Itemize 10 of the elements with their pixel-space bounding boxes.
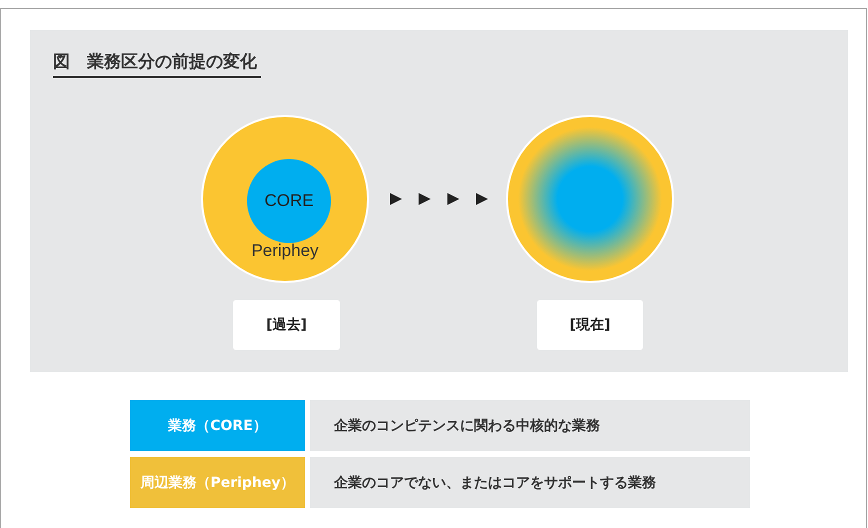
diagram-title: 図 業務区分の前提の変化	[53, 50, 261, 78]
term-cell: 周辺業務（Periphey）	[130, 457, 305, 508]
term-cell: 業務（CORE）	[130, 400, 305, 451]
description-cell: 企業のコンピテンスに関わる中核的な業務	[310, 400, 750, 451]
periphery-label: Periphey	[250, 241, 320, 261]
arrow	[390, 193, 488, 205]
label-box: [過去]	[233, 300, 340, 350]
label-box: [現在]	[537, 300, 643, 350]
description-cell: 企業のコアでない、またはコアをサポートする業務	[310, 457, 750, 508]
core-circle: CORE	[247, 159, 331, 243]
